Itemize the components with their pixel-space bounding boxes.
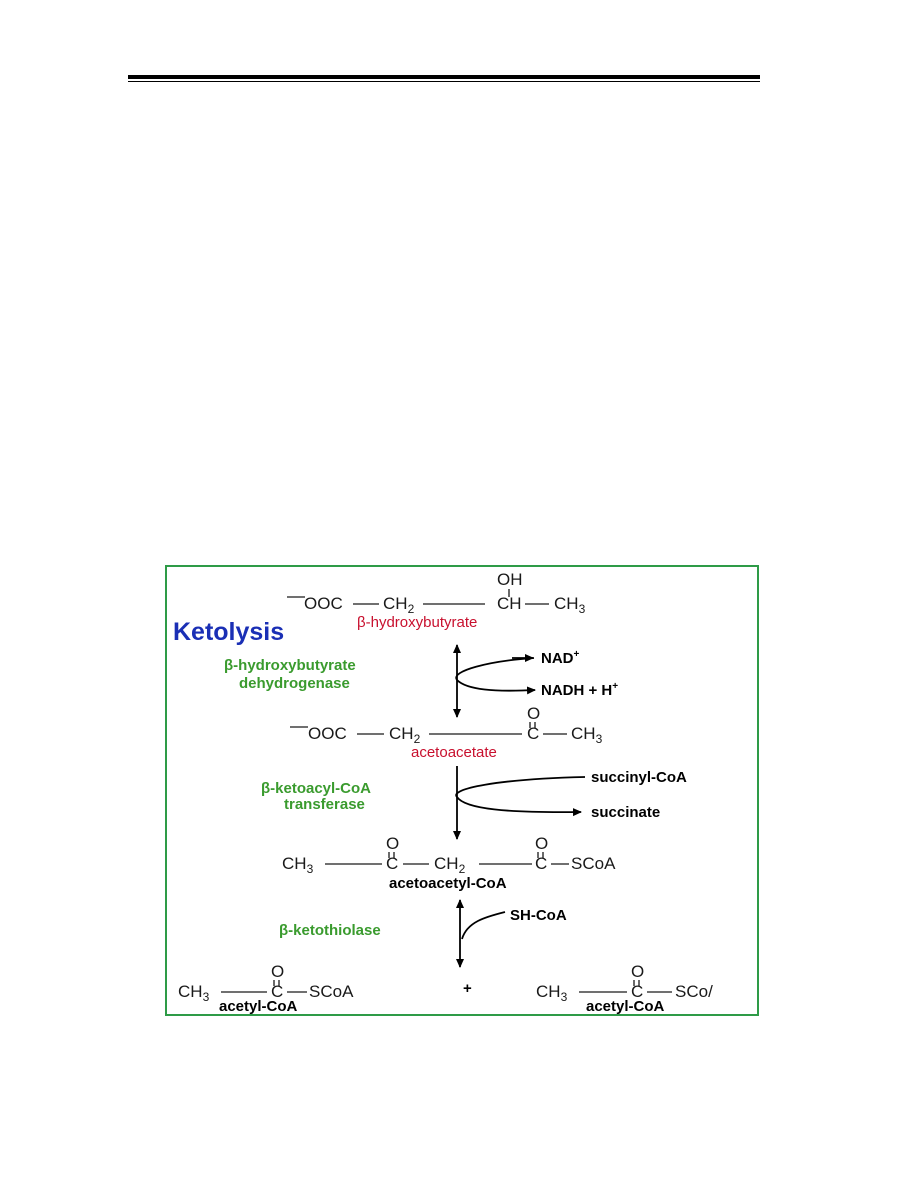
succinate-label: succinate [591, 804, 660, 821]
acetyl-coa-right-label: acetyl-CoA [586, 998, 665, 1015]
carbonyl-oxygen-3b: O [535, 834, 548, 853]
methylene-subscript-2: 2 [414, 732, 421, 746]
methyl-subscript-2: 3 [596, 732, 603, 746]
sh-coa-input-curve [461, 911, 506, 940]
svg-text:CH3: CH3 [282, 854, 314, 876]
methyl-subscript-4: 3 [203, 990, 210, 1004]
nadh-label: NADH + H [541, 682, 612, 699]
enzyme-2-line-1: β-ketoacyl-CoA [261, 780, 371, 797]
thioester-scoa-4: SCoA [309, 982, 354, 1001]
svg-text:CH2: CH2 [434, 854, 466, 876]
nadh-superscript: + [612, 681, 618, 692]
acetoacetyl-coa-label: acetoacetyl-CoA [389, 875, 507, 892]
enzyme-1-line-2: dehydrogenase [239, 675, 350, 692]
acetoacetate-label: acetoacetate [411, 744, 497, 761]
carboxylate-group-2: OOC [308, 724, 347, 743]
carbonyl-oxygen-5: O [631, 962, 644, 981]
methylene-group-3: CH [434, 854, 459, 873]
methyl-subscript-3: 3 [307, 862, 314, 876]
nad-superscript: + [574, 649, 580, 660]
methylene-subscript-3: 2 [459, 862, 466, 876]
carbonyl-oxygen-4: O [271, 962, 284, 981]
header-rule-thin [128, 81, 760, 82]
carbonyl-carbon-4: C [271, 982, 283, 1001]
acetoacetate-structure: OOC CH2 O C CH3 [290, 704, 603, 746]
svg-text:CH2: CH2 [383, 594, 415, 616]
svg-text:CH3: CH3 [571, 724, 603, 746]
carbonyl-oxygen-3a: O [386, 834, 399, 853]
beta-hydroxybutyrate-structure: OOC CH2 OH CH CH3 [287, 570, 586, 616]
svg-text:CH3: CH3 [554, 594, 586, 616]
methyl-group-2: CH [571, 724, 596, 743]
carbonyl-carbon-5: C [631, 982, 643, 1001]
methyl-group-3: CH [282, 854, 307, 873]
header-rule-thick [128, 75, 760, 79]
thioester-scoa-5: SCo/ [675, 982, 713, 1001]
methyl-subscript-5: 3 [561, 990, 568, 1004]
methyl-subscript: 3 [579, 602, 586, 616]
methylene-group-2: CH [389, 724, 414, 743]
methine-group: CH [497, 594, 522, 613]
sh-coa-label: SH-CoA [510, 907, 567, 924]
svg-text:CH2: CH2 [389, 724, 421, 746]
nad-label: NAD [541, 650, 574, 667]
acetyl-coa-left-label: acetyl-CoA [219, 998, 298, 1015]
methyl-group: CH [554, 594, 579, 613]
svg-text:NAD+: NAD+ [541, 649, 580, 667]
plus-sign: + [463, 980, 472, 997]
carbonyl-carbon-3b: C [535, 854, 547, 873]
acetoacetyl-coa-structure: CH3 O C CH2 O C SCoA [282, 834, 616, 876]
methylene-group: CH [383, 594, 408, 613]
enzyme-1-line-1: β-hydroxybutyrate [224, 657, 356, 674]
thioester-scoa: SCoA [571, 854, 616, 873]
svg-text:NADH + H+: NADH + H+ [541, 681, 618, 699]
hydroxyl-group: OH [497, 570, 523, 589]
nad-input-curve [455, 657, 535, 681]
carboxylate-group: OOC [304, 594, 343, 613]
acetyl-coa-left-structure: CH3 O C SCoA [178, 962, 354, 1004]
methyl-group-4: CH [178, 982, 203, 1001]
enzyme-2-line-2: transferase [284, 796, 365, 813]
svg-text:CH3: CH3 [536, 982, 568, 1004]
svg-text:CH3: CH3 [178, 982, 210, 1004]
methyl-group-5: CH [536, 982, 561, 1001]
succinate-output-curve [456, 796, 582, 817]
carbonyl-carbon-3a: C [386, 854, 398, 873]
succinyl-coa-label: succinyl-CoA [591, 769, 687, 786]
ketolysis-figure: Ketolysis OOC CH2 OH CH CH3 β-hydroxybut… [165, 565, 759, 1016]
succinyl-coa-input-curve [455, 776, 586, 798]
carbonyl-oxygen: O [527, 704, 540, 723]
nadh-output-curve [456, 679, 536, 695]
enzyme-3-label: β-ketothiolase [279, 922, 381, 939]
acetyl-coa-right-structure: CH3 O C SCo/ [536, 962, 713, 1004]
methylene-subscript: 2 [408, 602, 415, 616]
beta-hydroxybutyrate-label: β-hydroxybutyrate [357, 614, 477, 631]
ketolysis-diagram: Ketolysis OOC CH2 OH CH CH3 β-hydroxybut… [173, 570, 713, 1015]
diagram-title: Ketolysis [173, 618, 284, 646]
carbonyl-carbon: C [527, 724, 539, 743]
